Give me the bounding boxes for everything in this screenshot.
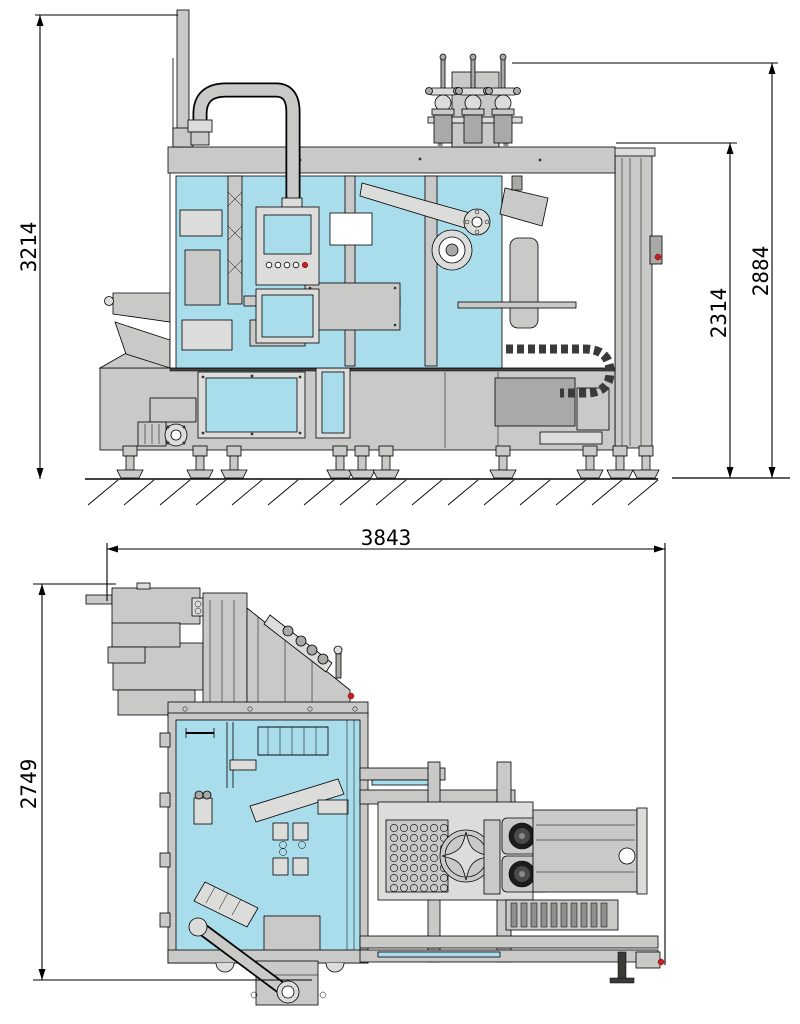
panel-button <box>265 261 273 269</box>
dimension-label-outer-height: 2884 <box>749 246 773 297</box>
control-panel <box>255 206 320 344</box>
plan-topleft-unit <box>85 582 205 716</box>
valve-tower <box>425 53 461 144</box>
elevation-view <box>85 9 790 506</box>
plan-angled-feeder <box>202 592 351 714</box>
dimension-label-plan-width: 3843 <box>361 526 412 550</box>
plan-view <box>85 582 665 1006</box>
top-beam <box>167 146 616 174</box>
plan-process-unit <box>377 801 648 901</box>
plan-right-end <box>609 951 665 984</box>
arch-pipe <box>187 82 303 211</box>
valve-tower <box>455 53 491 144</box>
plan-main-body <box>159 692 369 973</box>
exhaust-pipe <box>172 9 194 148</box>
base-side-window <box>315 365 351 439</box>
panel-stop-button <box>301 261 309 269</box>
dimension-plan-depth: 2749 <box>17 583 312 981</box>
panel-button <box>292 261 300 269</box>
panel-screen <box>263 214 312 255</box>
dimension-label-inner-height: 2314 <box>707 288 731 339</box>
ground-line <box>85 477 790 506</box>
dimensions: 3214 2884 2314 3843 <box>17 14 778 981</box>
push-rod <box>188 917 300 1004</box>
dimension-elevation-inner-height: 2314 <box>616 142 737 478</box>
red-marker <box>347 692 355 700</box>
dimension-label-plan-depth: 2749 <box>17 759 41 810</box>
dimension-elevation-outer-height: 2884 <box>512 62 778 478</box>
cable-drag-chain <box>506 344 615 398</box>
valve-tower <box>485 53 521 144</box>
base-window-panel <box>197 371 306 439</box>
right-frame-tower <box>611 147 663 449</box>
panel-button <box>274 261 282 269</box>
red-marker <box>657 958 665 966</box>
panel-button <box>283 261 291 269</box>
valve-assembly <box>425 53 523 148</box>
red-marker <box>654 253 662 261</box>
left-chute <box>104 292 171 369</box>
slat-conveyor <box>505 899 619 931</box>
right-bay <box>457 175 577 329</box>
machine-body <box>169 171 616 369</box>
leveling-feet <box>116 445 660 479</box>
base-gear-motor <box>137 397 197 447</box>
dimension-label-total-height: 3214 <box>17 222 41 273</box>
dimension-plan-width: 3843 <box>106 526 666 965</box>
dimension-elevation-total-height: 3214 <box>17 14 178 479</box>
